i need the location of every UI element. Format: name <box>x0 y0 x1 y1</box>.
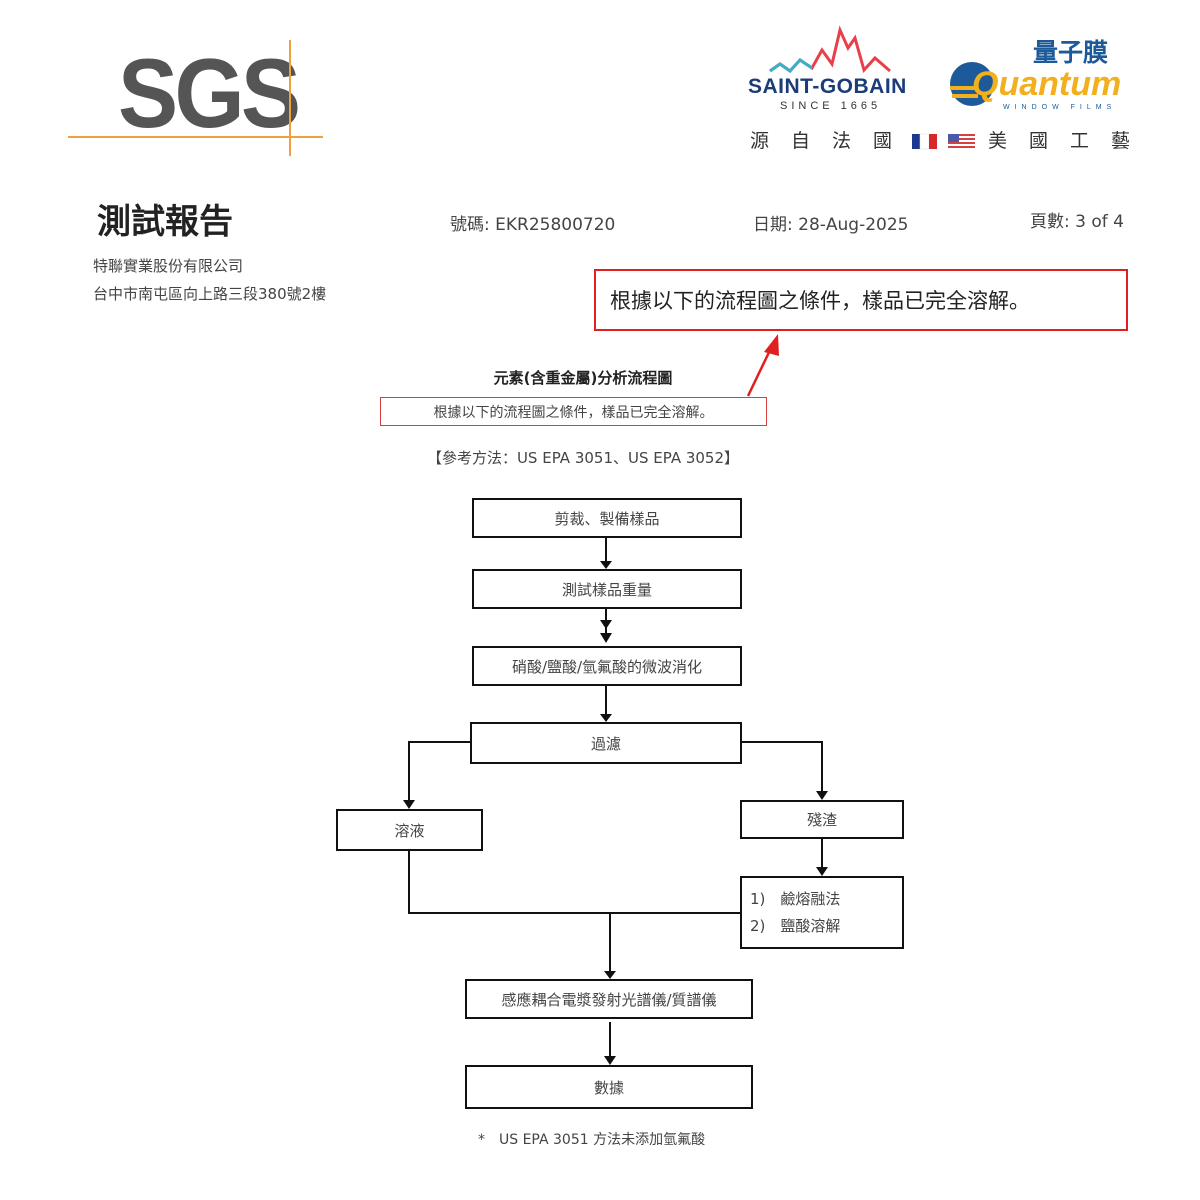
step-cut-prepare: 剪裁、製備樣品 <box>472 498 742 538</box>
callout-arrow-icon <box>746 334 779 397</box>
slogan-char: 美 <box>988 130 1008 152</box>
report-title: 測試報告 <box>97 202 233 242</box>
report-page: 頁數: 3 of 4 <box>1030 212 1124 232</box>
company-address: 台中市南屯區向上路三段380號2樓 <box>93 285 327 303</box>
residue-method-item: 2) 鹽酸溶解 <box>750 916 841 935</box>
arrowhead-icons <box>403 561 828 1065</box>
sgs-logo-vline <box>289 40 291 156</box>
step-weigh: 測試樣品重量 <box>472 569 742 609</box>
step-icp: 感應耦合電漿發射光譜儀/質譜儀 <box>465 979 753 1019</box>
quantum-logo-sub: WINDOW FILMS <box>1003 104 1117 111</box>
slogan-char: 自 <box>791 130 811 152</box>
residue-method-item: 1) 鹼熔融法 <box>750 890 841 908</box>
callout-box: 根據以下的流程圖之條件，樣品已完全溶解。 <box>594 269 1128 331</box>
slogan-char: 源 <box>750 130 770 152</box>
slogan-char: 藝 <box>1111 130 1131 152</box>
flowchart-note: 根據以下的流程圖之條件，樣品已完全溶解。 <box>380 397 767 426</box>
quantum-globe-icon <box>950 62 994 106</box>
flow-connectors <box>408 537 823 1058</box>
france-flag-icon <box>912 133 937 150</box>
sgs-logo-hline <box>68 136 323 138</box>
flowchart-title: 元素(含重金屬)分析流程圖 <box>493 369 673 387</box>
quantum-logo-cn: 量子膜 <box>1033 38 1109 67</box>
saint-gobain-since: SINCE 1665 <box>780 100 882 112</box>
slogan-char: 工 <box>1070 130 1090 152</box>
report-date: 日期: 28-Aug-2025 <box>753 215 909 235</box>
step-residue: 殘渣 <box>740 800 904 839</box>
sgs-logo: SGS <box>118 38 301 148</box>
usa-flag-icon <box>948 134 975 149</box>
step-data: 數據 <box>465 1065 753 1109</box>
saint-gobain-skyline-icon <box>769 25 891 73</box>
slogan-char: 國 <box>1029 130 1049 152</box>
saint-gobain-logo: SAINT-GOBAIN <box>748 75 907 98</box>
slogan-char: 國 <box>873 130 893 152</box>
step-microwave-digestion: 硝酸/鹽酸/氫氟酸的微波消化 <box>472 646 742 686</box>
step-solution: 溶液 <box>336 809 483 851</box>
residue-methods: 1) 鹼熔融法 2) 鹽酸溶解 <box>740 876 904 949</box>
slogan-char: 法 <box>832 130 852 152</box>
report-number: 號碼: EKR25800720 <box>450 215 616 235</box>
footnote: * US EPA 3051 方法未添加氫氟酸 <box>478 1132 706 1148</box>
company-name: 特聯實業股份有限公司 <box>93 257 244 275</box>
quantum-logo: Quantum <box>972 65 1122 103</box>
step-filter: 過濾 <box>470 722 742 764</box>
reference-methods: 【參考方法：US EPA 3051、US EPA 3052】 <box>426 449 740 467</box>
